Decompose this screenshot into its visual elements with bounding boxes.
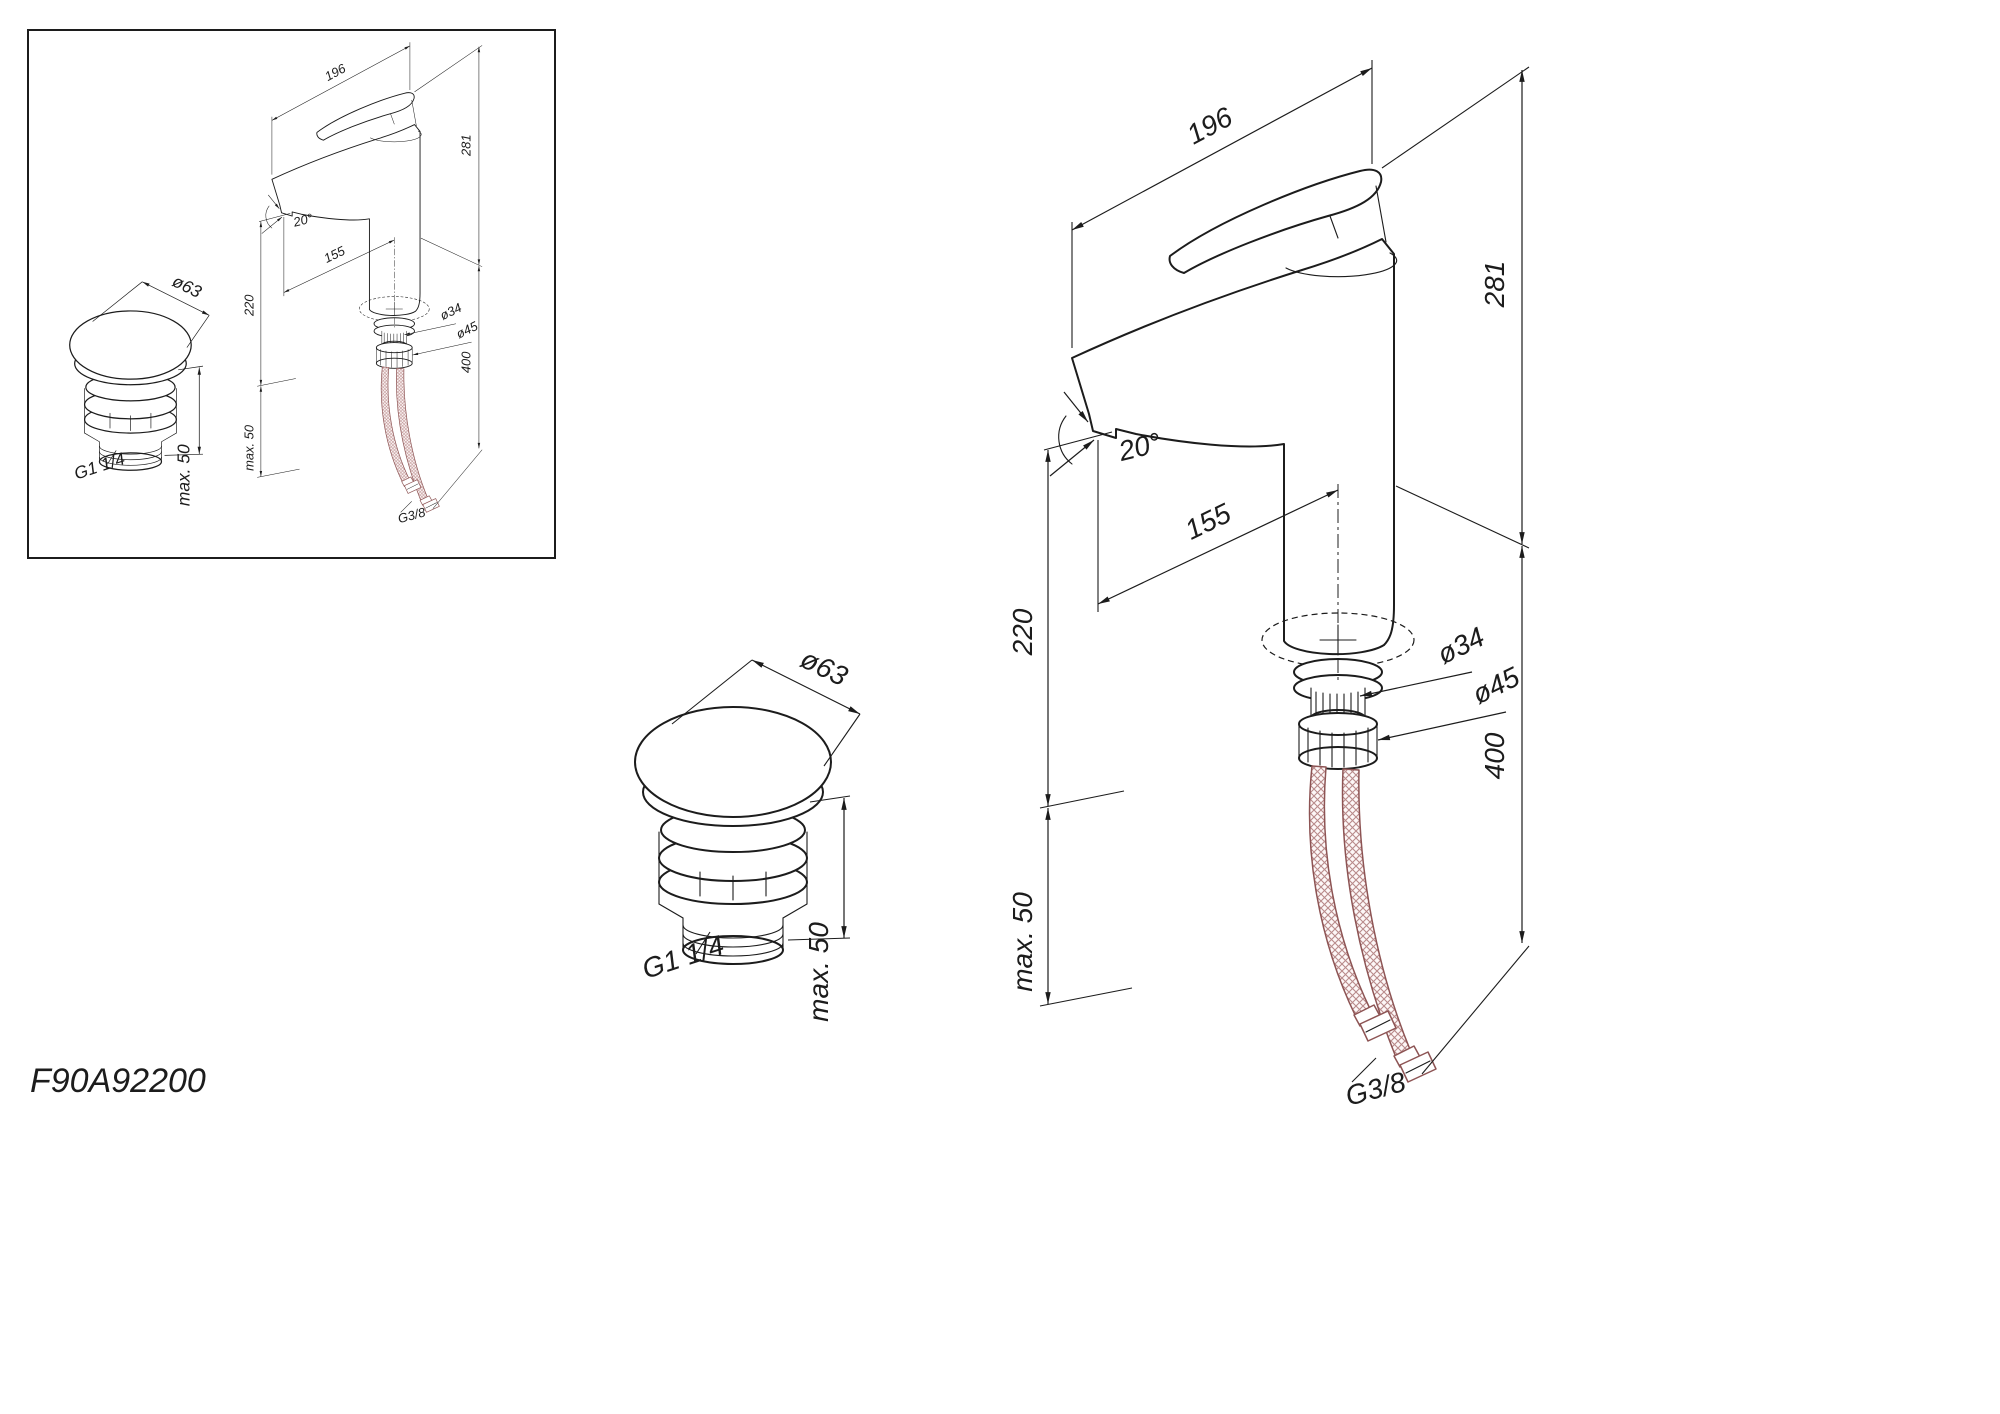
inset-frame: [27, 29, 556, 559]
main-faucet-view: [1007, 60, 1529, 1112]
product-code: F90A92200: [30, 1062, 206, 1100]
inset-overview: [27, 29, 556, 559]
main-drain-view: [635, 643, 860, 1022]
